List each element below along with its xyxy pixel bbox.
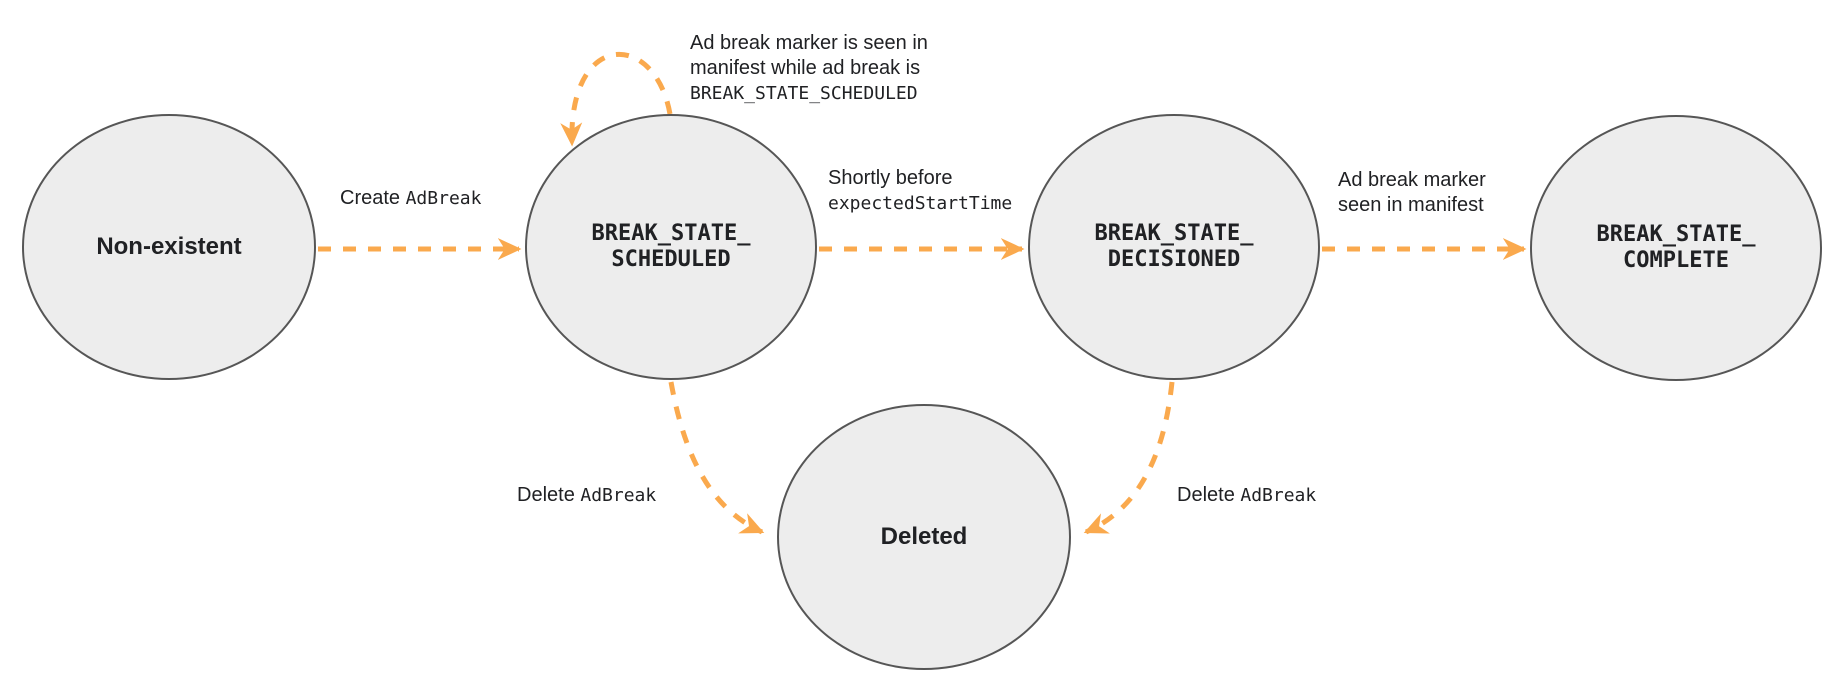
state-label-line1: BREAK_STATE_ <box>1596 222 1756 247</box>
arrow-decisioned-to-deleted <box>1083 381 1175 535</box>
state-label-line2: COMPLETE <box>1623 248 1729 273</box>
state-non-existent: Non-existent <box>22 114 316 380</box>
transition-text-line2: manifest while ad break is <box>690 57 921 79</box>
transition-code-text: expectedStartTime <box>828 193 1013 214</box>
transition-label-delete-adbreak-left: Delete AdBreak <box>517 483 656 508</box>
state-label-line1: BREAK_STATE_ <box>591 221 751 246</box>
transition-label-self-loop: Ad break marker is seen in manifest whil… <box>690 31 928 106</box>
state-label-line2: SCHEDULED <box>611 247 731 272</box>
arrow-self-loop-scheduled <box>560 51 673 147</box>
transition-action-text: Delete <box>1177 484 1235 506</box>
transition-text-line1: Ad break marker <box>1338 169 1486 191</box>
transition-label-delete-adbreak-right: Delete AdBreak <box>1177 483 1316 508</box>
state-deleted: Deleted <box>777 404 1071 670</box>
transition-text-line2: seen in manifest <box>1338 194 1484 216</box>
transition-text-line1: Shortly before <box>828 167 953 189</box>
transition-text-line1: Ad break marker is seen in <box>690 32 928 54</box>
transition-action-text: Delete <box>517 484 575 506</box>
transition-label-create-adbreak: Create AdBreak <box>340 186 481 211</box>
state-break-state-complete: BREAK_STATE_ COMPLETE <box>1530 115 1822 381</box>
transition-label-shortly-before: Shortly before expectedStartTime <box>828 166 1012 216</box>
transition-code-text: BREAK_STATE_SCHEDULED <box>690 83 918 104</box>
arrow-scheduled-to-deleted <box>668 381 765 535</box>
state-label: Deleted <box>880 523 968 550</box>
state-break-state-scheduled: BREAK_STATE_ SCHEDULED <box>525 114 817 380</box>
state-label-line1: BREAK_STATE_ <box>1094 221 1254 246</box>
state-label-line2: DECISIONED <box>1107 247 1241 272</box>
state-break-state-decisioned: BREAK_STATE_ DECISIONED <box>1028 114 1320 380</box>
transition-action-text: Create <box>340 187 401 209</box>
transition-label-marker-seen: Ad break marker seen in manifest <box>1338 168 1486 218</box>
state-label: Non-existent <box>96 233 242 260</box>
transition-code-text: AdBreak <box>1240 485 1317 506</box>
transition-code-text: AdBreak <box>405 188 482 209</box>
transition-code-text: AdBreak <box>580 485 657 506</box>
